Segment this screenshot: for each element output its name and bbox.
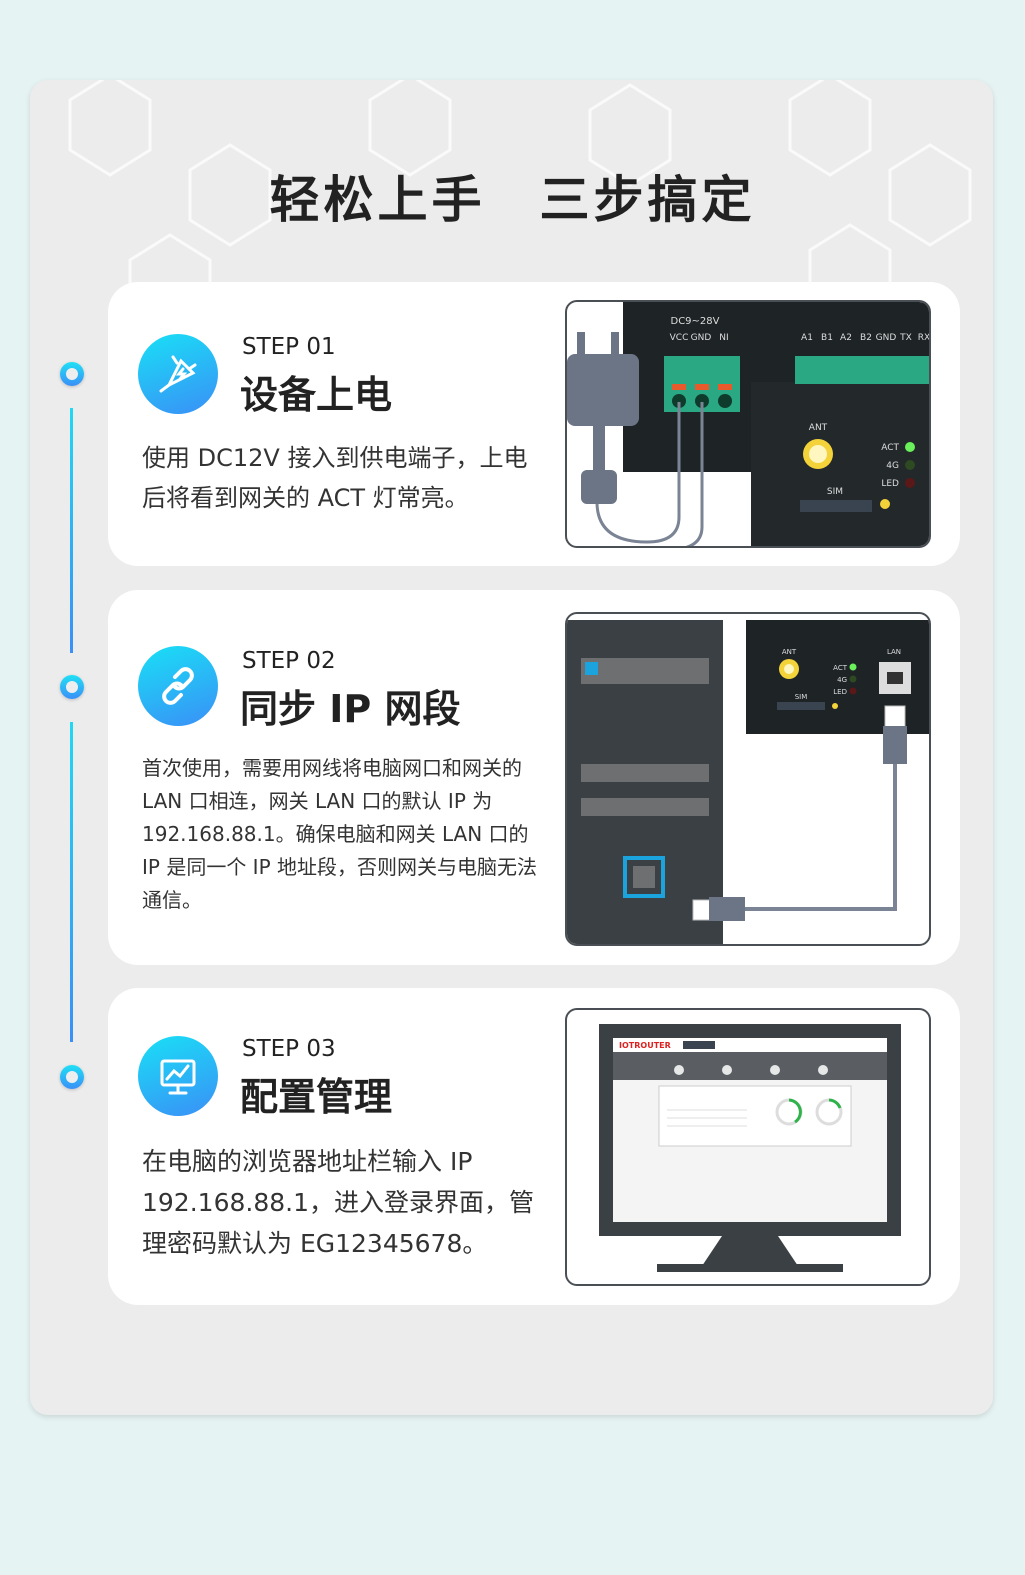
power-label: DC9~28V: [671, 316, 720, 327]
brand-logo: IOTROUTER: [619, 1041, 671, 1050]
plug-icon: [138, 334, 218, 414]
timeline-line: [70, 722, 73, 1042]
terminal-label: GND: [691, 333, 712, 343]
terminal-label: VCC: [670, 333, 689, 343]
serial-label: A2: [840, 333, 852, 343]
step-label: STEP 02: [242, 648, 336, 674]
lan-label: LAN: [887, 648, 901, 656]
timeline-dot: [60, 675, 84, 699]
sim-label: SIM: [795, 693, 808, 701]
power-illustration: DC9~28V VCC GND NI A1 B1 A2 B2 GND TX RX…: [565, 300, 931, 548]
serial-label: A1: [801, 333, 813, 343]
timeline-dot: [60, 362, 84, 386]
ant-label: ANT: [782, 648, 797, 656]
timeline-line: [70, 408, 73, 653]
act-led-icon: [905, 442, 915, 452]
led-label: LED: [881, 479, 899, 489]
serial-label: B2: [860, 333, 872, 343]
ant-label: ANT: [809, 423, 828, 433]
step-card-1: STEP 01 设备上电 使用 DC12V 接入到供电端子，上电后将看到网关的 …: [108, 282, 960, 566]
serial-label: TX: [899, 333, 912, 343]
page-title: 轻松上手 三步搞定: [269, 171, 756, 229]
link-icon: [138, 646, 218, 726]
led-label: LED: [833, 688, 847, 696]
serial-label: B1: [821, 333, 833, 343]
step-heading: 设备上电: [240, 373, 393, 417]
step-description: 在电脑的浏览器地址栏输入 IP 192.168.88.1，进入登录界面，管理密码…: [142, 1147, 534, 1258]
monitor-illustration: IOTROUTER: [565, 1008, 931, 1286]
led-label: 4G: [886, 461, 899, 471]
serial-label: RX: [918, 333, 930, 343]
led-label: 4G: [837, 676, 847, 684]
step-heading: 配置管理: [240, 1075, 393, 1119]
step-card-3: STEP 03 配置管理 在电脑的浏览器地址栏输入 IP 192.168.88.…: [108, 988, 960, 1305]
terminal-label: NI: [719, 333, 728, 343]
sim-label: SIM: [827, 487, 843, 497]
step-label: STEP 03: [242, 1036, 336, 1062]
timeline-dot: [60, 1065, 84, 1089]
step-heading: 同步 IP 网段: [240, 687, 461, 731]
lan-illustration: ANT SIM ACT 4G LED LAN: [565, 612, 931, 946]
step-description: 使用 DC12V 接入到供电端子，上电后将看到网关的 ACT 灯常亮。: [142, 444, 528, 512]
led-label: ACT: [881, 443, 899, 453]
serial-label: GND: [876, 333, 897, 343]
step-description: 首次使用，需要用网线将电脑网口和网关的 LAN 口相连，网关 LAN 口的默认 …: [142, 756, 537, 912]
monitor-chart-icon: [138, 1036, 218, 1116]
step-label: STEP 01: [242, 334, 336, 360]
step-card-2: STEP 02 同步 IP 网段 首次使用，需要用网线将电脑网口和网关的 LAN…: [108, 590, 960, 965]
led-label: ACT: [833, 664, 848, 672]
